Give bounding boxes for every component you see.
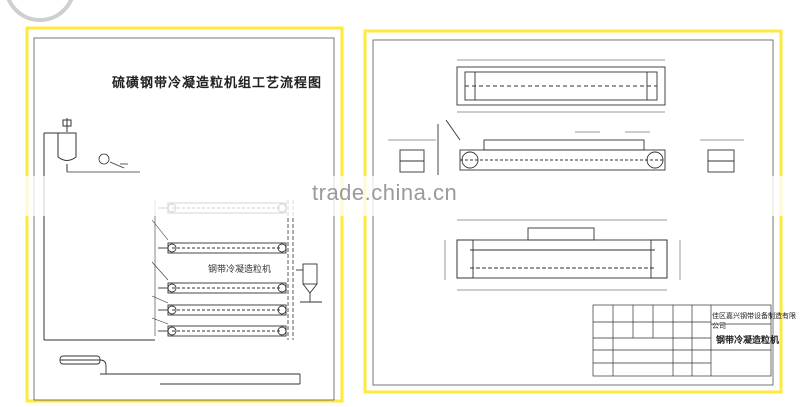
- return-pipes: [59, 355, 301, 385]
- title-block-company: 佳区嘉兴钢带设备制造有限公司: [712, 312, 796, 330]
- title-block: [592, 304, 772, 377]
- feed-pipe: [67, 153, 140, 173]
- front-elevation: [437, 119, 666, 175]
- belt-cooler-4: [158, 304, 287, 316]
- flow-diagram-title: 硫磺钢带冷凝造粒机组工艺流程图: [112, 76, 323, 91]
- storage-silo: [296, 263, 322, 303]
- end-view-left: [388, 139, 436, 173]
- top-view: [456, 59, 666, 113]
- reactor-vessel: [43, 118, 155, 341]
- watermark-band: [0, 176, 800, 216]
- unit-label: 钢带冷凝造粒机: [208, 265, 272, 275]
- belt-cooler-3: [158, 282, 287, 294]
- drop-lines: [151, 200, 169, 336]
- collection-conveyor: [287, 200, 294, 340]
- belt-cooler-5: [158, 325, 287, 337]
- title-block-drawing-name: 钢带冷凝造粒机: [716, 336, 780, 346]
- belt-cooler-2: [158, 242, 287, 254]
- lower-elevation: [444, 219, 681, 291]
- end-view-right: [700, 139, 744, 173]
- corner-badge: [6, 0, 74, 22]
- watermark-text: trade.china.cn: [312, 180, 458, 205]
